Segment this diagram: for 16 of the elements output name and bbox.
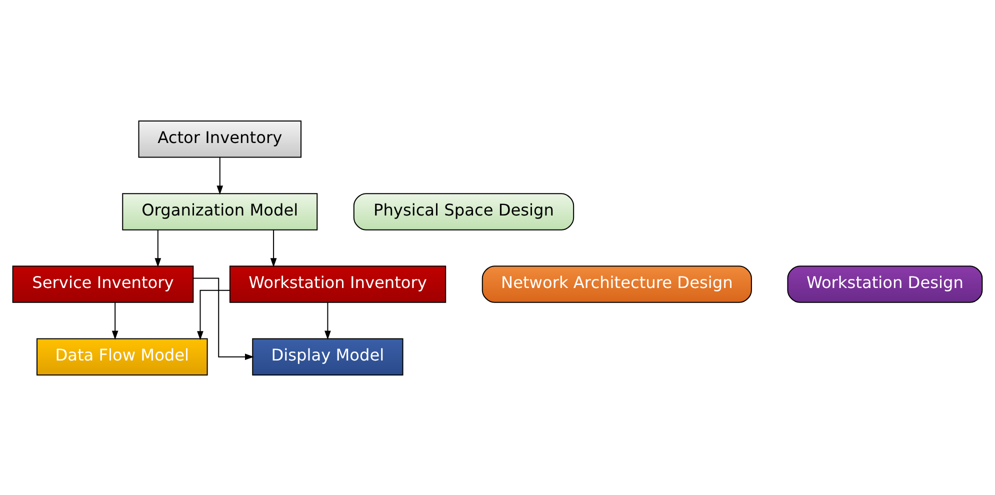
- node-box: Workstation Design: [787, 265, 983, 302]
- arrow: [193, 277, 254, 360]
- arrow: [270, 230, 277, 267]
- arrow: [324, 302, 331, 340]
- arrow: [154, 230, 162, 267]
- node-box: Data Flow Model: [36, 338, 208, 375]
- arrow: [197, 289, 230, 340]
- node-box: Actor Inventory: [138, 120, 302, 158]
- node-box: Physical Space Design: [353, 192, 574, 230]
- node-box: Organization Model: [122, 192, 318, 230]
- node-box: Network Architecture Design: [482, 265, 752, 302]
- node-box: Display Model: [252, 338, 404, 375]
- node-box: Service Inventory: [12, 265, 194, 302]
- node-box: Workstation Inventory: [229, 265, 446, 302]
- arrow: [112, 302, 118, 340]
- arrow: [216, 156, 224, 194]
